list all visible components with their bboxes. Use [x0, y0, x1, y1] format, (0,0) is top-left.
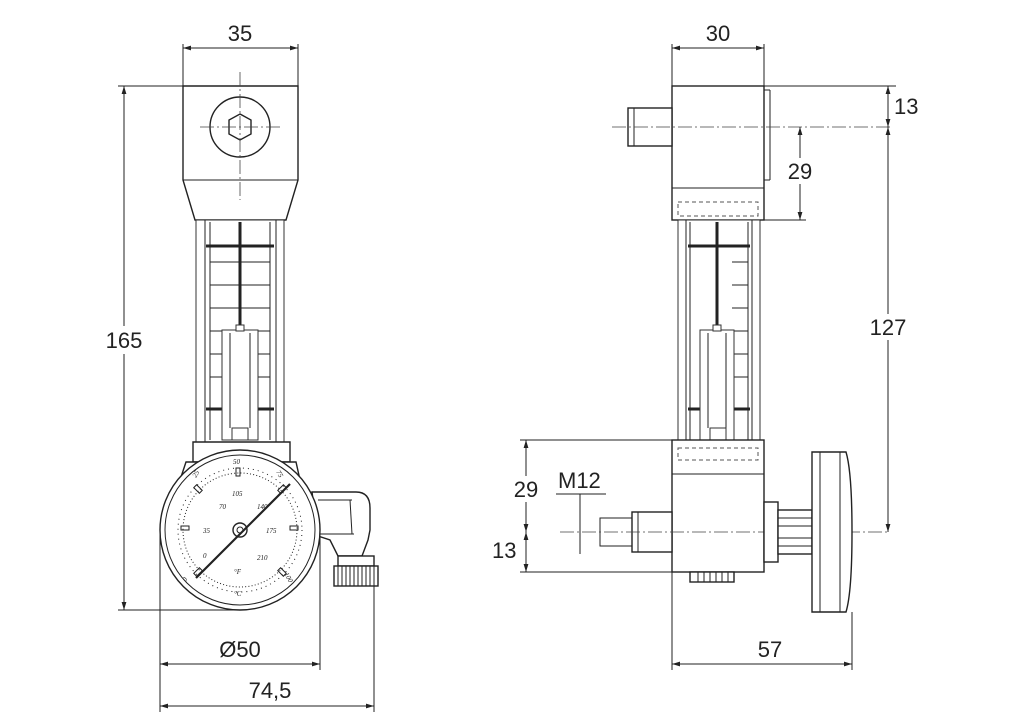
- dim-side-top-gap: 29: [782, 127, 818, 220]
- gauge-label-f-210: 210: [257, 554, 268, 562]
- side-head-block: [671, 85, 765, 221]
- side-valve-handwheel: [763, 451, 853, 613]
- svg-text:74,5: 74,5: [249, 678, 292, 703]
- gauge-label-f-140: 140: [257, 503, 268, 511]
- dim-front-overall-width: 74,5: [160, 678, 374, 709]
- gauge-unit-f: °F: [234, 568, 242, 576]
- gauge-label-f-35: 35: [202, 527, 211, 535]
- thread-label: M12: [556, 468, 606, 510]
- side-sight-tube: [677, 219, 761, 443]
- dim-thread-offset: 13: [492, 532, 529, 572]
- gauge-label-c-50: 50: [233, 458, 241, 466]
- dim-side-lower-block: 29: [506, 440, 546, 532]
- dim-side-overall-width: 57: [672, 637, 852, 667]
- temperature-gauge: 50 25 0 75 100 70 105 140 35 175 210 0 °…: [159, 449, 321, 611]
- gauge-label-f-70: 70: [219, 503, 227, 511]
- dim-front-height: 165: [100, 86, 150, 610]
- gauge-label-c-75: 75: [274, 469, 285, 479]
- gauge-label-f-0: 0: [203, 552, 207, 560]
- gauge-label-c-25: 25: [191, 469, 202, 479]
- dim-side-center-distance: 127: [866, 127, 912, 532]
- front-sight-tube: [195, 219, 285, 443]
- side-lower-block: [671, 439, 765, 573]
- side-float: [699, 329, 735, 441]
- svg-text:13: 13: [492, 538, 516, 563]
- svg-text:13: 13: [894, 94, 918, 119]
- svg-text:29: 29: [788, 159, 812, 184]
- dim-side-width: 30: [672, 21, 764, 51]
- svg-text:Ø50: Ø50: [219, 637, 261, 662]
- svg-text:127: 127: [870, 315, 907, 340]
- side-view: 30 13 29 127 29 13: [492, 21, 918, 670]
- svg-text:30: 30: [706, 21, 730, 46]
- dim-front-width: 35: [183, 21, 298, 51]
- dim-gauge-diameter: Ø50: [160, 637, 320, 667]
- front-elbow-fitting: [311, 491, 379, 587]
- gauge-label-f-105: 105: [232, 490, 243, 498]
- svg-text:29: 29: [514, 477, 538, 502]
- front-view: 50 25 0 75 100 70 105 140 35 175 210 0 °…: [100, 21, 379, 712]
- gauge-label-f-175: 175: [266, 527, 277, 535]
- front-head-block: [182, 85, 299, 221]
- gauge-label-c-0: 0: [181, 576, 190, 583]
- dim-side-top-offset: 13: [885, 86, 918, 127]
- front-float: [221, 329, 259, 441]
- svg-text:57: 57: [758, 637, 782, 662]
- svg-text:35: 35: [228, 21, 252, 46]
- gauge-unit-c: °C: [234, 590, 242, 598]
- svg-text:165: 165: [106, 328, 143, 353]
- svg-text:M12: M12: [558, 468, 601, 493]
